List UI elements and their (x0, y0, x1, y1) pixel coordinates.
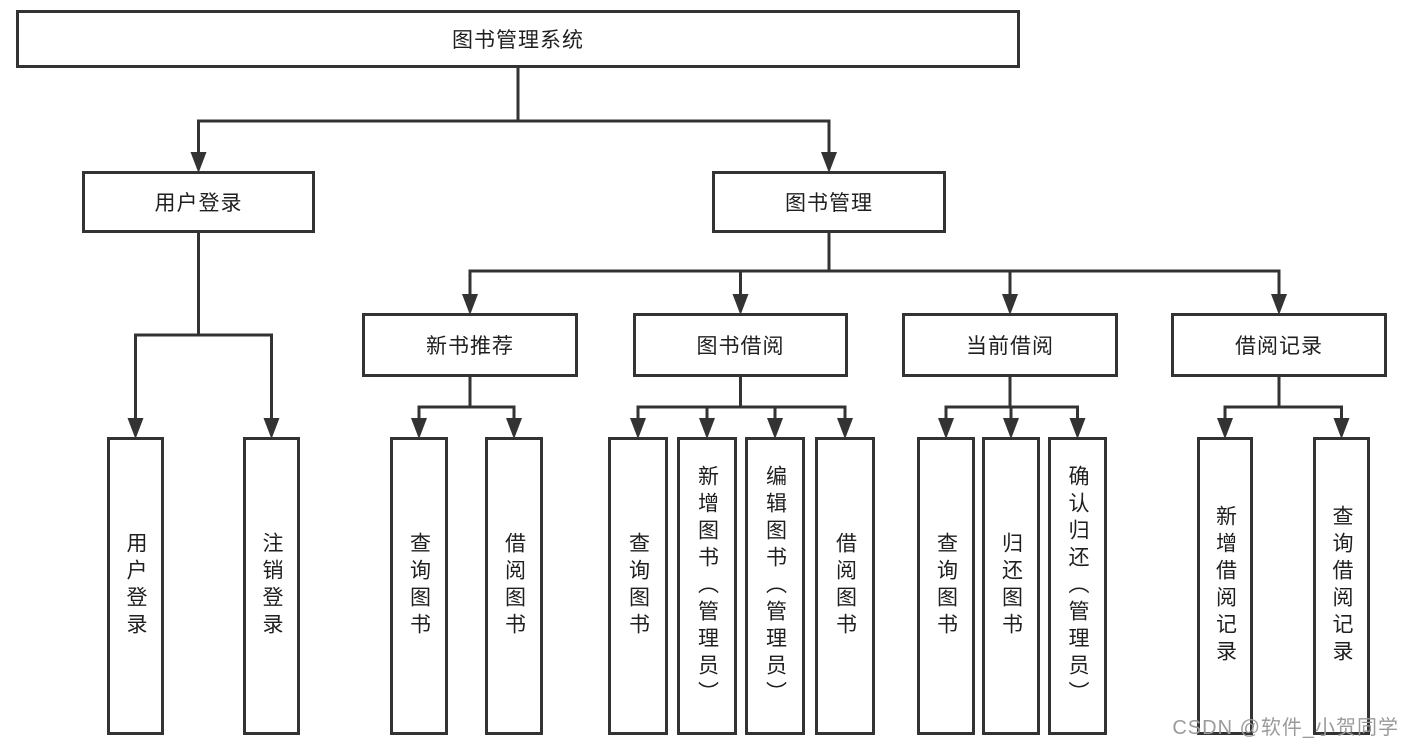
arrow-down-icon (190, 152, 207, 173)
node-label: 图书管理 (785, 192, 873, 215)
node-label: 图书管理系统 (452, 29, 584, 52)
watermark: CSDN @软件_小贺同学 (1172, 717, 1399, 739)
arrow-down-icon (1217, 418, 1233, 439)
node-book-mgmt: 图书管理 (712, 171, 946, 233)
node-label: 新增借阅记录 (1213, 505, 1237, 667)
node-v-query-book-3: 查询图书 (917, 437, 975, 735)
node-v-add-record: 新增借阅记录 (1197, 437, 1253, 735)
node-label: 用户登录 (154, 192, 243, 215)
arrow-down-icon (938, 418, 954, 439)
node-label: 图书借阅 (696, 335, 785, 358)
arrow-down-icon (732, 294, 749, 315)
node-label: 当前借阅 (966, 335, 1054, 358)
arrow-down-icon (411, 418, 427, 439)
node-label: 注销登录 (260, 532, 283, 640)
arrow-down-icon (1271, 294, 1287, 315)
arrow-down-icon (263, 418, 280, 439)
node-label: 新书推荐 (426, 335, 514, 358)
node-v-borrow-book-1: 借阅图书 (485, 437, 543, 735)
node-v-add-book: 新增图书（管理员） (677, 437, 737, 735)
arrow-down-icon (1333, 418, 1350, 439)
node-label: 查询图书 (934, 532, 958, 640)
arrow-down-icon (127, 418, 144, 439)
arrow-down-icon (1069, 418, 1086, 439)
node-label: 查询图书 (407, 532, 431, 640)
node-v-query-record: 查询借阅记录 (1313, 437, 1370, 735)
connector-fork (462, 231, 1287, 315)
node-v-query-book-2: 查询图书 (608, 437, 668, 735)
node-label: 确认归还（管理员） (1066, 464, 1089, 708)
node-label: 借阅图书 (833, 532, 857, 640)
node-root: 图书管理系统 (16, 10, 1020, 68)
node-current-borrow: 当前借阅 (902, 313, 1118, 377)
connector-fork (190, 66, 837, 173)
node-v-user-login: 用户登录 (107, 437, 164, 735)
node-v-edit-book: 编辑图书（管理员） (745, 437, 805, 735)
node-label: 编辑图书（管理员） (763, 464, 787, 708)
arrow-down-icon (767, 418, 783, 439)
connector-fork (411, 375, 522, 439)
node-label: 归还图书 (999, 532, 1023, 640)
node-label: 借阅图书 (502, 532, 526, 640)
connector-fork (1217, 375, 1350, 439)
connector-fork (630, 375, 853, 439)
arrow-down-icon (1003, 418, 1019, 439)
node-v-confirm-return: 确认归还（管理员） (1048, 437, 1107, 735)
arrow-down-icon (837, 418, 853, 439)
arrow-down-icon (630, 418, 646, 439)
node-v-query-book-1: 查询图书 (390, 437, 448, 735)
arrow-down-icon (821, 152, 837, 173)
node-borrow-records: 借阅记录 (1171, 313, 1387, 377)
connector-fork (938, 375, 1086, 439)
arrow-down-icon (1002, 294, 1018, 315)
node-label: 用户登录 (124, 532, 147, 640)
node-user-login: 用户登录 (82, 171, 315, 233)
connector-fork (127, 231, 280, 439)
node-v-logout: 注销登录 (243, 437, 300, 735)
node-label: 查询借阅记录 (1330, 505, 1353, 667)
node-book-borrow: 图书借阅 (633, 313, 848, 377)
node-label: 查询图书 (626, 532, 650, 640)
node-new-books: 新书推荐 (362, 313, 578, 377)
node-label: 借阅记录 (1235, 335, 1323, 358)
arrow-down-icon (699, 418, 715, 439)
node-v-return-book: 归还图书 (982, 437, 1040, 735)
node-v-borrow-book-2: 借阅图书 (815, 437, 875, 735)
arrow-down-icon (506, 418, 522, 439)
node-label: 新增图书（管理员） (695, 464, 719, 708)
arrow-down-icon (462, 294, 478, 315)
